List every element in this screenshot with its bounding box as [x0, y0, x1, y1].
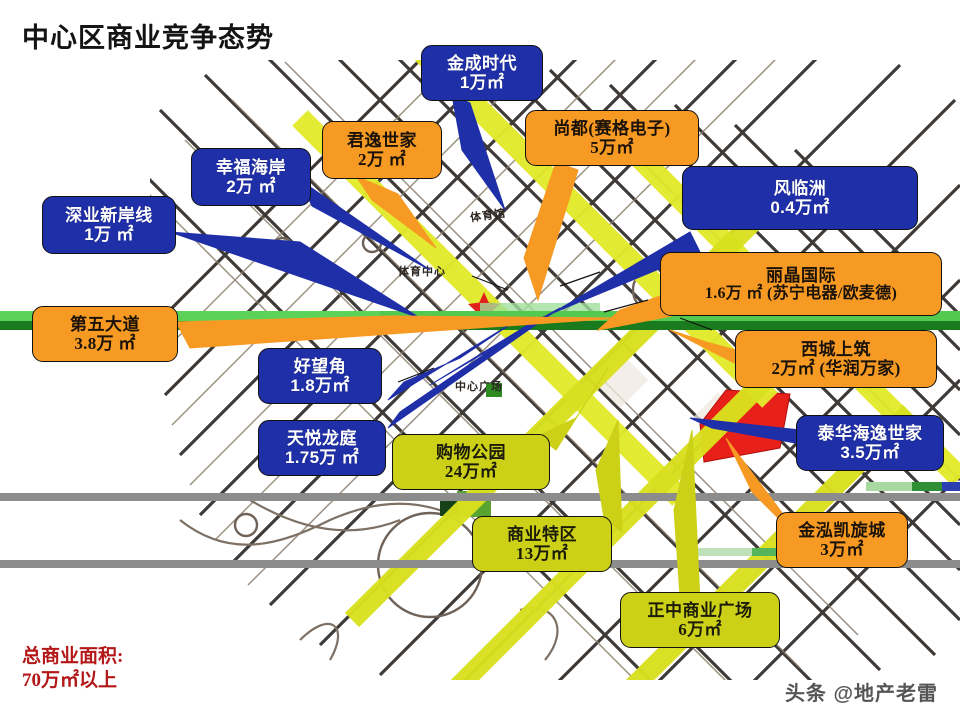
- callout-area: 5万㎡: [590, 138, 634, 157]
- callout-name: 金泓凯旋城: [798, 520, 886, 540]
- callout-name: 第五大道: [70, 314, 140, 334]
- callout-name: 泰华海逸世家: [817, 423, 923, 443]
- page-title: 中心区商业竞争态势: [22, 23, 274, 53]
- pointer-diwu: [175, 315, 621, 349]
- callout-zhengzhong-guangchang[interactable]: 正中商业广场 6万㎡: [620, 592, 780, 648]
- callout-name: 深业新岸线: [65, 205, 153, 225]
- callout-tianyue-longting[interactable]: 天悦龙庭 1.75万 ㎡: [258, 420, 386, 476]
- callout-name: 风临洲: [773, 178, 827, 198]
- total-area-note: 总商业面积: 70万㎡以上: [22, 645, 123, 694]
- callout-xicheng-shangzhu[interactable]: 西城上筑 2万㎡ (华润万家): [735, 330, 937, 388]
- callout-name: 天悦龙庭: [287, 428, 357, 448]
- band-fragments: [480, 303, 960, 556]
- callout-name: 君逸世家: [347, 130, 417, 150]
- watermark: 头条 @地产老雷: [784, 683, 938, 705]
- callout-area: 0.4万㎡: [770, 198, 830, 217]
- callout-jincheng-shidai[interactable]: 金成时代 1万㎡: [421, 45, 543, 101]
- pointer-shenye: [169, 231, 421, 319]
- callout-jinhong-kaixuancheng[interactable]: 金泓凯旋城 3万㎡: [776, 512, 908, 568]
- pointer-haowang: [387, 317, 521, 401]
- callout-name: 好望角: [293, 356, 347, 376]
- callout-area: 3.8万 ㎡: [74, 334, 136, 353]
- callout-junyi-shijia[interactable]: 君逸世家 2万 ㎡: [322, 121, 442, 179]
- callout-name: 西城上筑: [801, 339, 871, 359]
- callout-area: 13万㎡: [515, 544, 569, 563]
- pointer-tianyue: [387, 307, 561, 429]
- callout-fenglinzhou[interactable]: 风临洲 0.4万㎡: [682, 166, 918, 230]
- callout-area: 1万㎡: [459, 73, 505, 92]
- callout-xingfu-haian[interactable]: 幸福海岸 2万 ㎡: [191, 148, 311, 206]
- callout-taihua-haiyi-shijia[interactable]: 泰华海逸世家 3.5万㎡: [796, 415, 944, 471]
- callout-area: 6万㎡: [678, 620, 722, 639]
- pointer-jincheng: [451, 94, 506, 211]
- callout-name: 正中商业广场: [647, 600, 753, 620]
- callout-area: 2万㎡ (华润万家): [771, 359, 901, 378]
- pointer-shangye: [595, 419, 623, 534]
- callout-shenye-xinanxian[interactable]: 深业新岸线 1万 ㎡: [42, 196, 176, 254]
- callout-area: 3万㎡: [820, 540, 864, 559]
- pointer-gouwu: [537, 367, 609, 451]
- callout-diwu-dadao[interactable]: 第五大道 3.8万 ㎡: [32, 306, 178, 362]
- callout-area: 3.5万㎡: [840, 443, 900, 462]
- callout-name: 商业特区: [507, 524, 577, 544]
- callout-area: 24万㎡: [444, 462, 498, 481]
- callout-name: 丽晶国际: [766, 265, 836, 285]
- callout-name: 尚都(赛格电子): [553, 118, 671, 138]
- pointer-shangdu: [523, 161, 579, 302]
- callout-area: 1.75万 ㎡: [285, 448, 359, 467]
- callout-shangdu-saige[interactable]: 尚都(赛格电子) 5万㎡: [525, 110, 699, 166]
- map-label-central-plaza: 中心广场: [455, 381, 503, 393]
- total-area-value: 70万㎡以上: [22, 670, 118, 692]
- callout-haowangjiao[interactable]: 好望角 1.8万㎡: [258, 348, 382, 404]
- callout-shangye-tequ[interactable]: 商业特区 13万㎡: [472, 516, 612, 572]
- pointer-taihua: [689, 417, 814, 447]
- map-label-sports-center: 体育中心: [398, 266, 446, 278]
- callout-area: 2万 ㎡: [226, 177, 276, 196]
- callout-area: 2万 ㎡: [358, 150, 406, 169]
- total-area-label: 总商业面积:: [22, 646, 124, 667]
- callout-gouwu-gongyuan[interactable]: 购物公园 24万㎡: [392, 434, 550, 490]
- pointer-junyi: [354, 174, 437, 249]
- pointer-zhengzhong: [673, 429, 701, 603]
- callout-name: 幸福海岸: [216, 157, 286, 177]
- callout-area: 1.6万 ㎡ (苏宁电器/欧麦德): [704, 284, 898, 302]
- callout-name: 金成时代: [447, 53, 517, 73]
- callout-area: 1万 ㎡: [84, 225, 134, 244]
- callout-area: 1.8万㎡: [290, 376, 350, 395]
- callout-name: 购物公园: [436, 442, 506, 462]
- callout-lijing-guoji[interactable]: 丽晶国际 1.6万 ㎡ (苏宁电器/欧麦德): [660, 252, 942, 316]
